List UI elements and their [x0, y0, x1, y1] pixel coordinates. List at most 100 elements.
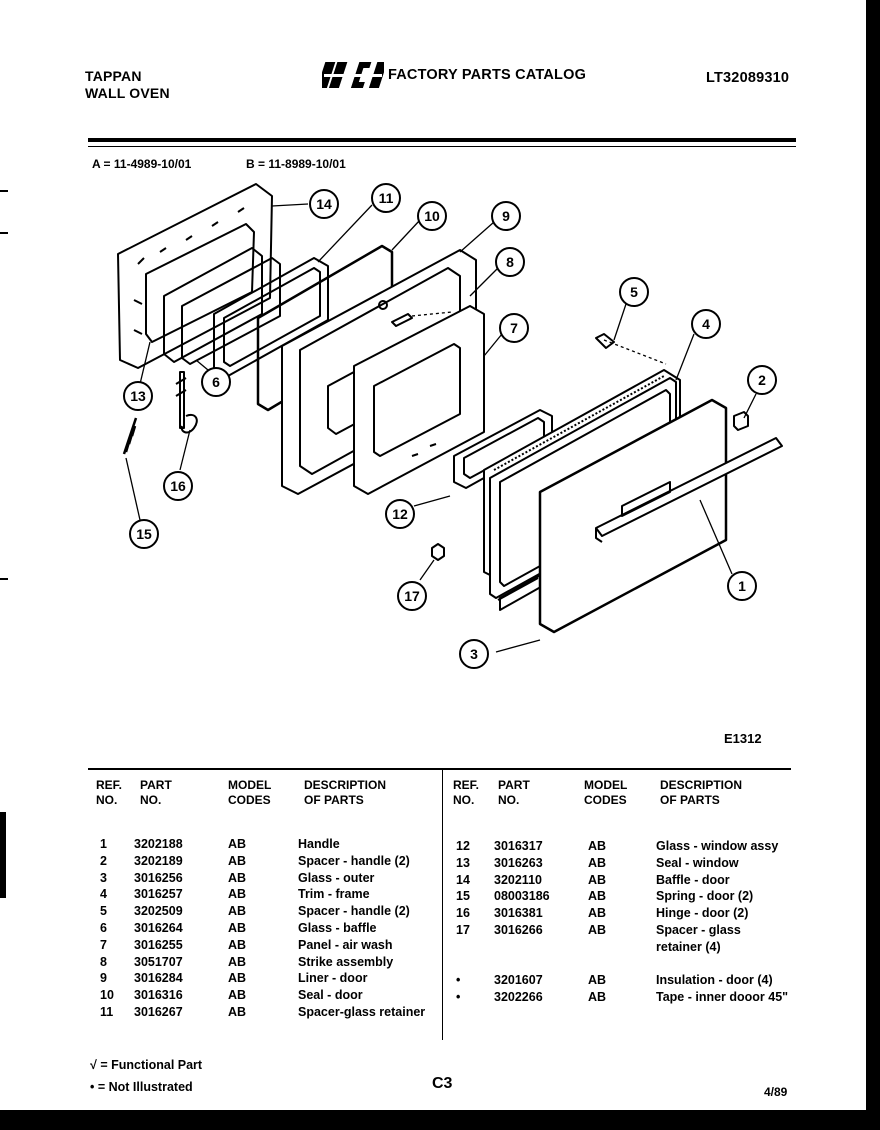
table-cell-desc: Spacer-glass retainer	[298, 1005, 426, 1019]
callout-1: 1	[727, 571, 757, 601]
table-cell-ref: 1	[100, 837, 107, 851]
table-cell-ref: •	[456, 990, 461, 1005]
table-cell-model: AB	[588, 889, 607, 904]
table-cell-ref: 17	[456, 923, 470, 937]
table-cell-ref: 11	[100, 1005, 114, 1019]
table-cell-part: 3016263	[494, 855, 543, 870]
page-code: C3	[432, 1075, 453, 1092]
model-code-b: B = 11-8989-10/01	[246, 157, 346, 171]
scan-mark	[0, 190, 8, 192]
catalog-title: FACTORY PARTS CATALOG	[388, 67, 587, 83]
table-top-rule	[88, 768, 791, 770]
col-header-part: PART NO.	[140, 778, 172, 807]
table-cell-part: 3202189	[134, 853, 183, 868]
table-cell-model: AB	[228, 837, 247, 851]
table-cell-part: 3202188	[134, 837, 183, 851]
svg-text:8: 8	[506, 254, 514, 270]
table-cell-ref: 13	[456, 855, 470, 870]
table-column-divider	[442, 768, 443, 1040]
table-cell-model: AB	[588, 872, 607, 887]
callout-5: 5	[619, 277, 649, 307]
svg-text:16: 16	[170, 478, 186, 494]
svg-text:13: 13	[130, 388, 146, 404]
table-cell-ref: •	[456, 973, 461, 988]
table-cell-desc: Glass - window assy	[656, 839, 779, 853]
table-cell-ref: 3	[100, 870, 107, 885]
header-rule-thin	[88, 146, 796, 147]
svg-text:5: 5	[630, 284, 638, 300]
svg-text:6: 6	[212, 374, 220, 390]
svg-text:10: 10	[424, 208, 440, 224]
table-cell-model: AB	[228, 988, 247, 1003]
callout-17: 17	[397, 581, 427, 611]
table-cell-model: AB	[588, 973, 607, 988]
table-cell-ref: 2	[100, 853, 107, 868]
table-cell-desc: Handle	[298, 837, 340, 851]
model-code-a: A = 11-4989-10/01	[92, 157, 192, 171]
svg-text:11: 11	[379, 190, 394, 206]
svg-text:12: 12	[392, 506, 408, 522]
table-cell-desc: Hinge - door (2)	[656, 906, 749, 921]
table-cell-desc: Spacer - handle (2)	[298, 904, 410, 919]
table-cell-part: 3202509	[134, 904, 183, 919]
callout-13: 13	[123, 381, 153, 411]
col-header-desc-right: DESCRIPTION OF PARTS	[660, 778, 743, 807]
scan-mark	[0, 578, 8, 580]
svg-text:15: 15	[136, 526, 152, 542]
table-cell-desc: Seal - door	[298, 988, 363, 1003]
table-cell-part: 3202110	[494, 872, 542, 887]
part-hinge-door	[175, 371, 198, 434]
callout-12: 12	[385, 499, 415, 529]
header-brand-block: TAPPAN WALL OVEN	[85, 68, 170, 102]
brand-name: TAPPAN	[85, 68, 142, 84]
table-cell-model: AB	[588, 839, 607, 853]
part-spacer-handle-2	[733, 411, 749, 431]
table-cell-desc: Strike assembly	[298, 954, 394, 969]
table-cell-desc: Spring - door (2)	[656, 889, 754, 904]
svg-text:2: 2	[758, 372, 766, 388]
part-spring-door	[122, 417, 138, 455]
table-cell-part: 3016257	[134, 887, 183, 902]
col-header-model: MODEL CODES	[228, 778, 272, 807]
table-cell-desc: Liner - door	[298, 971, 368, 986]
table-cell-model: AB	[588, 906, 607, 921]
svg-text:3: 3	[470, 646, 478, 662]
catalog-date: 4/89	[764, 1085, 788, 1099]
table-cell-desc: Glass - outer	[298, 870, 375, 885]
col-header-model-right: MODEL CODES	[584, 778, 628, 807]
table-cell-model: AB	[228, 1005, 247, 1019]
table-cell-desc: Glass - baffle	[298, 921, 377, 935]
part-panel-air-wash	[353, 305, 485, 495]
svg-text:17: 17	[404, 588, 420, 604]
svg-text:9: 9	[502, 208, 510, 224]
callout-6: 6	[201, 367, 231, 397]
callout-10: 10	[417, 201, 447, 231]
part-glass-baffle	[181, 257, 281, 365]
scan-mark	[0, 232, 8, 234]
callout-4: 4	[691, 309, 721, 339]
table-cell-part: 3201607	[494, 973, 543, 988]
table-cell-ref: 15	[456, 889, 470, 904]
col-header-part-right: PART NO.	[498, 778, 530, 807]
table-cell-ref: 8	[100, 954, 107, 969]
table-cell-desc: Spacer - glass	[656, 923, 741, 937]
callout-9: 9	[491, 201, 521, 231]
callout-15: 15	[129, 519, 159, 549]
callout-3: 3	[459, 639, 489, 669]
table-cell-part: 3016266	[494, 923, 543, 937]
table-cell-desc: Seal - window	[656, 855, 739, 870]
callout-16: 16	[163, 471, 193, 501]
table-cell-part: 3051707	[134, 954, 183, 969]
callout-8: 8	[495, 247, 525, 277]
col-header-desc: DESCRIPTION OF PARTS	[304, 778, 387, 807]
table-cell-desc: Trim - frame	[298, 887, 370, 902]
table-cell-part: 3016255	[134, 937, 183, 952]
table-cell-model: AB	[228, 870, 247, 885]
svg-text:1: 1	[738, 578, 746, 594]
table-cell-part: 3016267	[134, 1005, 183, 1019]
part-spacer-handle-5	[595, 333, 615, 349]
table-cell-model: AB	[228, 921, 247, 935]
table-cell-desc: Insulation - door (4)	[656, 973, 773, 988]
table-cell-ref: 14	[456, 872, 470, 887]
